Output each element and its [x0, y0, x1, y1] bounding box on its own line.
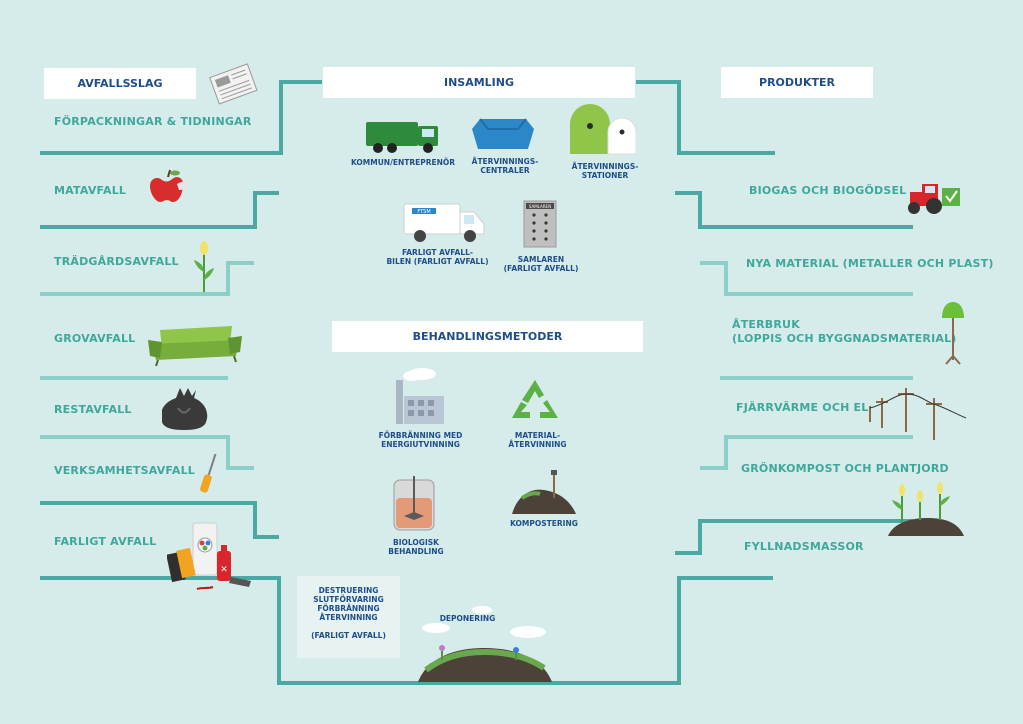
hazard-box-line4: ÅTERVINNING — [319, 613, 378, 622]
apple-icon — [150, 169, 191, 202]
label-biological-2: BEHANDLING — [388, 547, 444, 556]
label-recycling-stations-1: ÅTERVINNINGS- — [571, 162, 639, 171]
sprouts-icon — [888, 482, 964, 536]
waste-packaging: FÖRPACKNINGAR & TIDNINGAR — [54, 115, 252, 128]
landfill-mound-icon — [418, 606, 552, 682]
label-material-2: ÅTERVINNING — [508, 440, 567, 449]
hazard-box-line2: SLUTFÖRVARING — [313, 595, 384, 604]
label-hazard-van-1: FARLIGT AVFALL- — [401, 248, 473, 257]
garbage-truck-icon — [366, 122, 438, 153]
line-fill — [675, 519, 913, 555]
product-new-materials: NYA MATERIAL (METALLER OCH PLAST) — [746, 257, 994, 270]
header-products: PRODUKTER — [721, 67, 873, 98]
bioreactor-icon — [393, 476, 435, 531]
collector-sign-text: SAMLAREN — [529, 204, 551, 209]
label-collector-2: (FARLIGT AVFALL) — [503, 264, 579, 273]
header-waste-types: AVFALLSSLAG — [44, 68, 196, 99]
label-incineration-1: FÖRBRÄNNING MED — [378, 431, 463, 440]
product-fill: FYLLNADSMASSOR — [744, 540, 864, 553]
label-material-recycling: MATERIAL- ÅTERVINNING — [495, 431, 580, 449]
recycle-icon — [512, 380, 558, 418]
line-hazard — [40, 501, 279, 539]
label-recycling-centers: ÅTERVINNINGS- CENTRALER — [460, 157, 550, 175]
newspaper-icon — [209, 63, 258, 105]
line-packaging — [40, 80, 322, 155]
hazard-box-line3: FÖRBRÄNNING — [317, 604, 380, 613]
line-biogas — [675, 191, 913, 229]
hazardous-items-icon: ✕ — [167, 522, 251, 590]
label-landfill: DEPONERING — [439, 614, 496, 623]
incineration-plant-icon — [396, 368, 444, 424]
line-food — [40, 191, 279, 229]
waste-food: MATAVFALL — [54, 184, 127, 197]
label-hazard-van-2: BILEN (FARLIGT AVFALL) — [386, 257, 489, 266]
waste-business: VERKSAMHETSAVFALL — [54, 464, 196, 477]
label-recycling-stations: ÅTERVINNINGS- STATIONER — [560, 162, 650, 180]
label-biological-1: BIOLOGISK — [393, 538, 439, 547]
flower-icon — [194, 241, 214, 292]
product-reuse-sub: (LOPPIS OCH BYGGNADSMATERIAL) — [732, 332, 957, 345]
line-landfill-basin — [40, 576, 773, 685]
label-collector: SAMLAREN (FARLIGT AVFALL) — [495, 255, 587, 273]
label-collector-1: SAMLAREN — [517, 255, 565, 264]
label-incineration: FÖRBRÄNNING MED ENERGIUTVINNING — [368, 431, 473, 449]
header-collection: INSAMLING — [323, 67, 635, 98]
hazard-box-line1: DESTRUERING — [318, 586, 379, 595]
compost-pile-icon — [512, 470, 576, 514]
recycling-bins-icon — [570, 104, 636, 155]
label-composting: KOMPOSTERING — [510, 519, 578, 528]
label-incineration-2: ENERGIUTVINNING — [381, 440, 460, 449]
line-materials — [700, 261, 913, 296]
product-green-compost: GRÖNKOMPOST OCH PLANTJORD — [741, 462, 949, 475]
lamp-icon — [942, 302, 964, 365]
hazard-van-icon: FTSM — [403, 203, 485, 242]
van-sign-text: FTSM — [417, 209, 430, 215]
waste-garden: TRÄDGÅRDSAVFALL — [54, 255, 179, 268]
line-heat — [700, 435, 913, 470]
label-municipal-truck: KOMMUN/ENTREPRENÖR — [350, 158, 456, 167]
product-biogas: BIOGAS OCH BIOGÖDSEL — [749, 184, 907, 197]
power-lines-icon — [869, 388, 967, 440]
hazard-treatment-box: DESTRUERING SLUTFÖRVARING FÖRBRÄNNING ÅT… — [297, 576, 400, 658]
label-hazard-van: FARLIGT AVFALL- BILEN (FARLIGT AVFALL) — [380, 248, 495, 266]
sofa-icon — [148, 326, 242, 367]
waste-residual: RESTAVFALL — [54, 403, 132, 416]
label-material-1: MATERIAL- — [514, 431, 561, 440]
product-reuse: ÅTERBRUK — [732, 318, 800, 331]
collector-cabinet-icon: SAMLAREN — [523, 200, 557, 248]
label-recycling-centers-1: ÅTERVINNINGS- — [471, 157, 539, 166]
container-icon — [472, 118, 534, 149]
label-biological: BIOLOGISK BEHANDLING — [376, 538, 456, 556]
waste-hazardous: FARLIGT AVFALL — [54, 535, 157, 548]
line-garden — [40, 261, 254, 296]
hazard-box-line5: (FARLIGT AVFALL) — [311, 631, 386, 640]
label-recycling-centers-2: CENTRALER — [480, 166, 530, 175]
svg-text:✕: ✕ — [220, 565, 228, 575]
product-district-heating: FJÄRRVÄRME OCH EL — [736, 401, 869, 414]
line-business — [40, 435, 254, 470]
tractor-icon — [908, 184, 960, 214]
waste-bulky: GROVAVFALL — [54, 332, 136, 345]
header-treatment: BEHANDLINGSMETODER — [332, 321, 643, 352]
trash-bag-icon — [162, 388, 208, 430]
screwdriver-icon — [200, 453, 217, 493]
label-recycling-stations-2: STATIONER — [581, 171, 629, 180]
line-products-top — [636, 80, 775, 155]
